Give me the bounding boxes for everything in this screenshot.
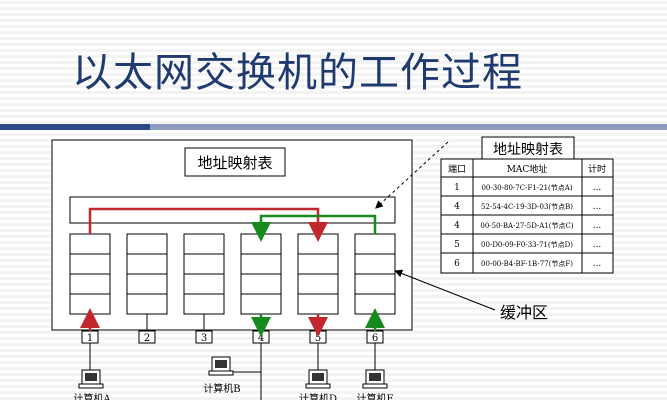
map-row-1-mac: 00-30-80-7C-F1-21(节点A) — [481, 184, 572, 192]
map-table: 地址映射表 端口 MAC地址 计时 1 00-30-80-7C-F1-21(节点… — [440, 136, 614, 274]
map-row-4-mac: 00-D0-09-F0-33-71(节点D) — [481, 241, 573, 249]
port-label-1: 1 — [87, 333, 93, 344]
buffer-3 — [183, 233, 225, 315]
buffer-5 — [297, 233, 339, 315]
map-row-3-mac: 00-50-BA-27-5D-A1(节点C) — [480, 222, 574, 230]
page-title: 以太网交换机的工作过程 — [72, 50, 523, 96]
port-label-2: 2 — [144, 333, 150, 344]
title-divider — [0, 124, 667, 130]
map-row-4-port: 5 — [454, 240, 460, 250]
map-row-4-timer: ... — [593, 240, 602, 250]
port-labels: 1 2 3 4 5 6 — [81, 330, 384, 344]
computer-a-icon — [78, 369, 104, 389]
map-header-port: 端口 — [448, 163, 466, 175]
map-row-2-port: 4 — [454, 202, 460, 212]
buffer-callout-line — [394, 269, 496, 311]
port-label-6: 6 — [372, 333, 378, 344]
computer-f-label: 计算机F — [357, 392, 394, 400]
switch-map-label: 地址映射表 — [197, 154, 272, 172]
switch-map-box — [184, 147, 286, 177]
map-table-title: 地址映射表 — [493, 142, 563, 158]
port-label-5: 5 — [315, 333, 321, 344]
green-forward-path — [251, 214, 377, 242]
buffer-4 — [240, 233, 282, 315]
map-row-2-mac: 52-54-4C-19-3D-03(节点B) — [481, 203, 573, 211]
buffer-2 — [126, 233, 168, 315]
map-row-5-port: 6 — [454, 259, 460, 269]
buffer-label: 缓冲区 — [500, 303, 548, 322]
buffers — [69, 233, 396, 315]
port-label-4: 4 — [258, 333, 264, 344]
map-link-arrow — [375, 141, 449, 209]
map-row-3-timer: ... — [593, 221, 602, 231]
computer-f-icon — [362, 369, 388, 389]
map-row-1-timer: ... — [593, 183, 602, 193]
map-header-timer: 计时 — [588, 163, 606, 175]
computer-b-label: 计算机B — [203, 382, 240, 395]
red-forward-path — [88, 207, 328, 242]
map-row-3-port: 4 — [454, 221, 460, 231]
computer-d-label: 计算机D — [299, 392, 337, 400]
map-row-1-port: 1 — [454, 183, 460, 193]
title-divider-accent — [0, 124, 150, 130]
buffer-6 — [354, 233, 396, 315]
map-header-mac: MAC地址 — [507, 163, 548, 175]
computer-d-icon — [305, 369, 331, 389]
computer-b-icon — [208, 356, 234, 376]
computer-a-label: 计算机A — [73, 392, 111, 400]
port-label-3: 3 — [201, 333, 207, 344]
buffer-1 — [69, 233, 111, 315]
map-row-2-timer: ... — [593, 202, 602, 212]
map-row-5-timer: ... — [593, 259, 602, 269]
map-row-5-mac: 00-00-B4-BF-1B-77(节点F) — [481, 260, 573, 268]
